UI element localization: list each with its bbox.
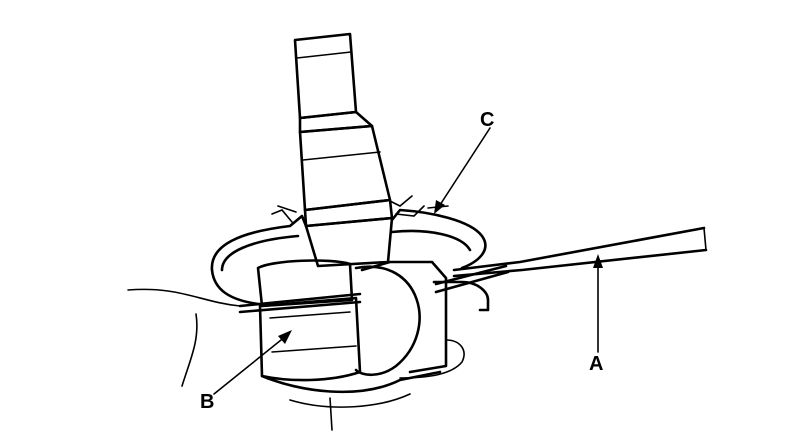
screwdriver-tool bbox=[452, 226, 708, 278]
arrow-head-c bbox=[434, 200, 445, 214]
dust-boot bbox=[210, 195, 487, 306]
callout-label-b: B bbox=[200, 391, 214, 413]
arrow-head-b bbox=[278, 330, 292, 344]
arrow-head-a bbox=[593, 254, 603, 268]
callout-label-c: C bbox=[480, 109, 494, 131]
control-arm-outline bbox=[127, 288, 411, 431]
housing-body bbox=[256, 259, 490, 394]
callout-leaders bbox=[213, 127, 603, 395]
callout-label-a: A bbox=[589, 353, 603, 375]
ball-joint-stud bbox=[293, 32, 394, 268]
snap-ring bbox=[238, 264, 510, 314]
